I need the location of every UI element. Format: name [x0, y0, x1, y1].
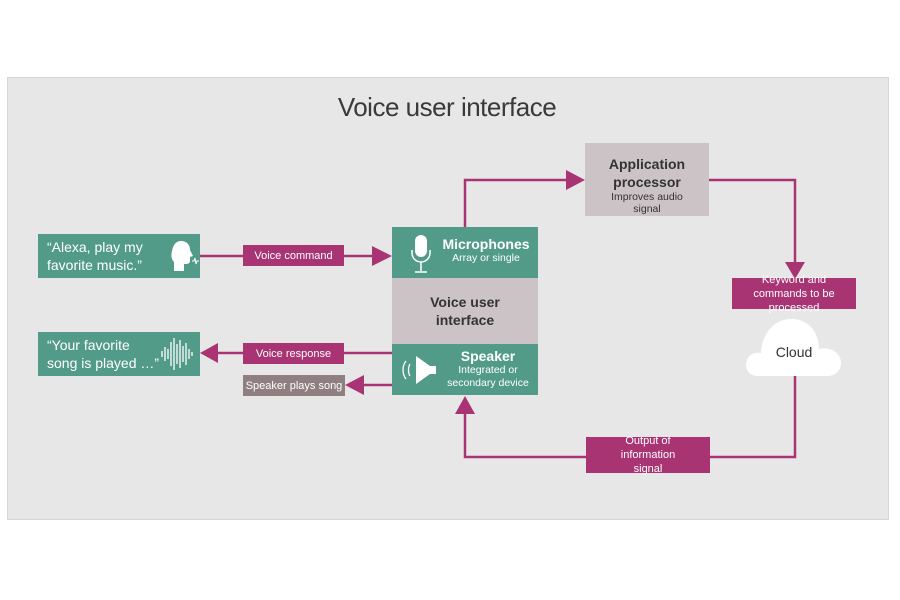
vui-center-label: Voice user interface [430, 294, 500, 328]
app-processor-subtitle: Improves audio signal [611, 191, 683, 215]
arrowhead [345, 375, 364, 395]
device-response-box: “Your favorite song is played …” [38, 332, 200, 376]
speaking-head-icon [171, 241, 199, 271]
speaker-box: Speaker Integrated or secondary device [392, 344, 538, 395]
microphones-title: Microphones [442, 236, 530, 252]
user-command-line2: favorite music.” [47, 257, 142, 273]
speaker-subtitle: Integrated or secondary device [447, 364, 529, 389]
speaker-plays-song-label: Speaker plays song [243, 375, 345, 396]
output-signal-label: Output of information signal [586, 435, 710, 475]
cloud-label: Cloud [775, 344, 813, 360]
speaker-icon [402, 356, 436, 384]
device-response-line1: “Your favorite [47, 337, 130, 353]
voice-user-interface-box: Voice user interface [392, 278, 538, 344]
microphone-icon [411, 235, 431, 273]
voice-command-label: Voice command [243, 245, 344, 266]
connector-processor-to-keyword [709, 178, 797, 262]
sound-wave-icon [161, 338, 193, 370]
arrowhead [372, 246, 392, 266]
speaker-title: Speaker [460, 348, 516, 364]
voice-response-label: Voice response [243, 343, 344, 364]
microphones-box: Microphones Array or single [392, 227, 538, 278]
connector-mic-to-processor [463, 178, 568, 227]
arrowhead [566, 170, 585, 190]
user-command-box: “Alexa, play my favorite music.” [38, 234, 200, 278]
app-processor-title: Application processor [608, 156, 686, 190]
user-command-line1: “Alexa, play my [47, 239, 143, 255]
microphones-subtitle: Array or single [452, 252, 520, 264]
device-response-line2: song is played …” [47, 355, 160, 371]
application-processor-box: Application processor Improves audio sig… [585, 143, 709, 216]
cloud-icon [746, 319, 841, 376]
diagram-title: Voice user interface [337, 92, 557, 122]
arrowhead [785, 262, 805, 279]
keyword-commands-label: Keyword and commands to be processed [732, 274, 856, 314]
arrowhead [200, 343, 218, 363]
arrowhead [455, 396, 475, 414]
